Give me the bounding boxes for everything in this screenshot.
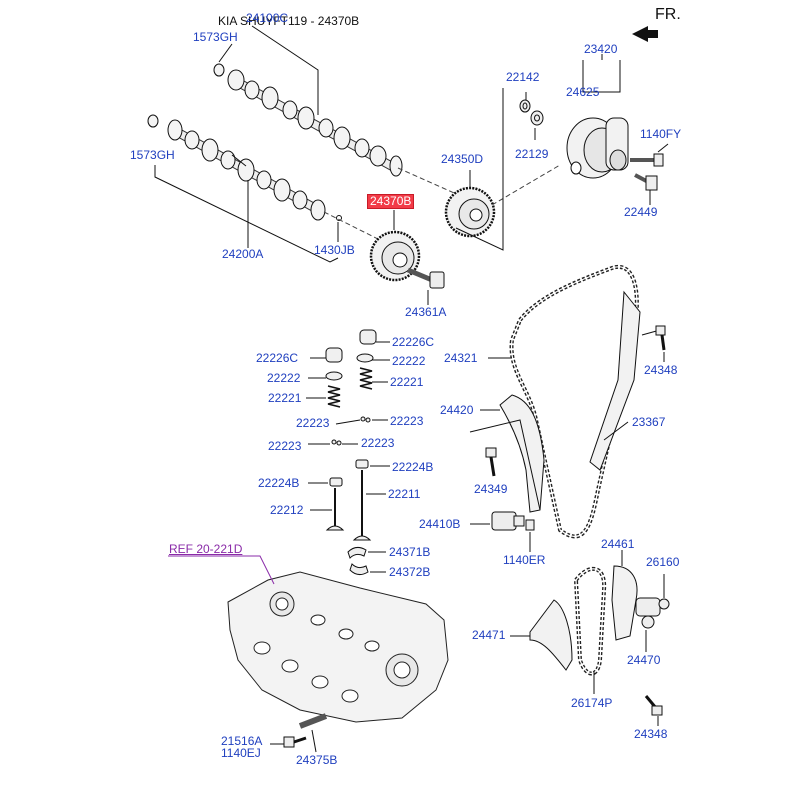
part-label-23367: 23367 xyxy=(632,415,666,429)
part-label-24375b: 24375B xyxy=(296,753,338,767)
bolt-1140er xyxy=(525,519,535,531)
cvvt-actuator-23420 xyxy=(566,117,629,179)
part-label-26160: 26160 xyxy=(646,555,680,569)
cvvt-sprocket-24370b xyxy=(369,230,421,282)
part-label-24461: 24461 xyxy=(601,537,635,551)
part-label-22223-b: 22223 xyxy=(390,414,424,428)
part-label-24348-lower: 24348 xyxy=(634,727,668,741)
plug-1573gh-upper xyxy=(213,63,225,77)
part-label-22129: 22129 xyxy=(515,147,549,161)
seal-22142 xyxy=(519,99,531,113)
part-label-1430jb: 1430JB xyxy=(314,243,355,257)
tensioner-24470 xyxy=(635,597,670,629)
part-label-22221-right: 22221 xyxy=(390,375,424,389)
part-label-22224b-right: 22224B xyxy=(392,460,434,474)
sprocket-24350d xyxy=(444,186,496,238)
bolt-24349 xyxy=(485,447,497,477)
cylinder-head xyxy=(227,571,449,723)
part-label-24200a: 24200A xyxy=(222,247,264,261)
pin-1430jb xyxy=(336,215,342,221)
chain-guide-24471 xyxy=(529,599,573,671)
nut-22129 xyxy=(530,110,544,126)
part-label-24625: 24625 xyxy=(566,85,600,99)
part-label-24100c: 24100C xyxy=(246,11,289,25)
part-label-24349: 24349 xyxy=(474,482,508,496)
bearing-24372b xyxy=(349,563,369,576)
camshaft-exhaust xyxy=(167,119,326,221)
part-label-24361a: 24361A xyxy=(405,305,447,319)
reference-link-20-221d[interactable]: REF 20-221D xyxy=(169,542,243,556)
direction-label: FR. xyxy=(655,6,681,23)
part-label-24321: 24321 xyxy=(444,351,478,365)
part-label-22221-left: 22221 xyxy=(268,391,302,405)
part-label-1140fy: 1140FY xyxy=(640,127,682,141)
bolt-24348-lower xyxy=(644,695,663,716)
part-label-22226c-right: 22226C xyxy=(392,335,435,349)
part-label-24420: 24420 xyxy=(440,403,474,417)
part-label-1573gh-lower: 1573GH xyxy=(130,148,175,162)
part-label-22142: 22142 xyxy=(506,70,540,84)
part-label-24370b-highlight[interactable]: 24370B xyxy=(367,194,415,209)
tensioner-24410b xyxy=(491,511,525,531)
part-label-22449: 22449 xyxy=(624,205,658,219)
part-label-24348-upper: 24348 xyxy=(644,363,678,377)
title-label: KIA SHUYFT119 - 24370B xyxy=(218,14,360,28)
part-label-1140ej: 1140EJ xyxy=(221,746,261,760)
part-label-1573gh-upper: 1573GH xyxy=(193,30,238,44)
part-label-24410b: 24410B xyxy=(419,517,461,531)
part-label-22224b-left: 22224B xyxy=(258,476,300,490)
part-label-24371b: 24371B xyxy=(389,545,431,559)
valve-train xyxy=(325,329,377,541)
part-label-22223-c: 22223 xyxy=(268,439,302,453)
part-label-24470: 24470 xyxy=(627,653,661,667)
part-label-26174p: 26174P xyxy=(571,696,613,710)
part-label-24350d: 24350D xyxy=(441,152,484,166)
camshaft-intake xyxy=(227,69,403,177)
bolt-1140fy xyxy=(630,153,664,167)
part-label-22226c-left: 22226C xyxy=(256,351,299,365)
part-label-22222-left: 22222 xyxy=(267,371,301,385)
bolt-24375b xyxy=(283,713,328,748)
part-label-24372b: 24372B xyxy=(389,565,431,579)
bolt-22449 xyxy=(634,173,658,191)
part-label-22222-right: 22222 xyxy=(392,354,426,368)
bearing-24371b xyxy=(347,546,367,559)
bolt-24361a xyxy=(407,267,445,289)
part-label-22211: 22211 xyxy=(388,487,421,501)
plug-1573gh-lower xyxy=(147,114,159,128)
front-arrow-icon xyxy=(632,26,658,42)
chain-guide-24461 xyxy=(611,565,638,641)
part-label-22223-d: 22223 xyxy=(361,436,395,450)
tensioner-arm-24420 xyxy=(499,394,545,513)
part-label-22223-a: 22223 xyxy=(296,416,330,430)
part-label-24471: 24471 xyxy=(472,628,506,642)
part-label-23420: 23420 xyxy=(584,42,618,56)
part-label-22212: 22212 xyxy=(270,503,304,517)
bolt-24348-upper xyxy=(655,325,666,351)
part-label-21516a: 21516A xyxy=(221,734,263,748)
part-label-1140er: 1140ER xyxy=(503,553,546,567)
chain-guide-23367 xyxy=(589,290,641,471)
